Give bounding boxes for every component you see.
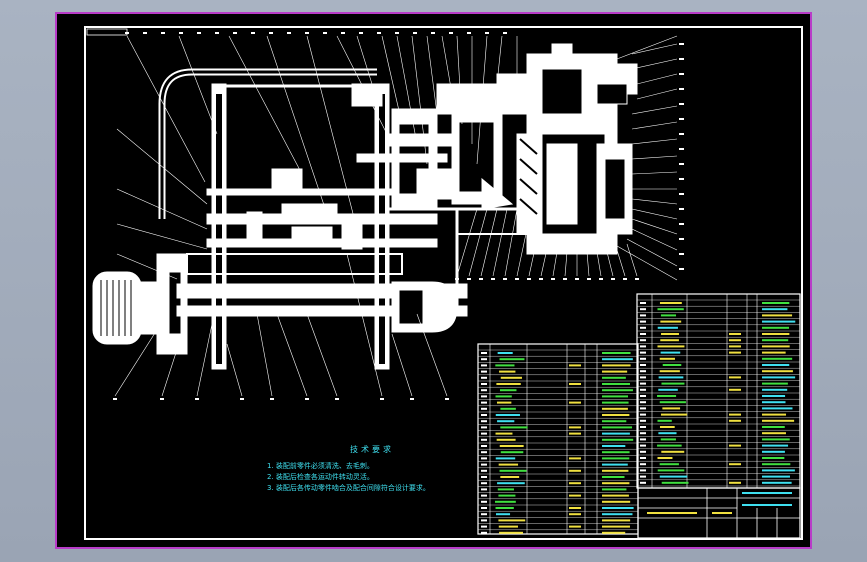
leader-lines-mid — [456, 208, 638, 277]
lower-shaft — [176, 305, 468, 317]
tech-req-title: 技术要求 — [350, 445, 394, 454]
leader-lines-top — [126, 35, 678, 230]
title-tag-box — [86, 28, 128, 36]
inner-frame — [84, 26, 803, 540]
bom-table-left — [477, 343, 639, 535]
tech-req-item-1: 1. 装配前零件必须清洗、去毛刺。 — [267, 462, 374, 470]
mid-gear — [281, 203, 338, 220]
drawing-sheet: 技术要求 1. 装配前零件必须清洗、去毛刺。 2. 装配后检查各运动件转动灵活。… — [55, 12, 812, 549]
technical-requirements: 技术要求 1. 装配前零件必须清洗、去毛刺。 2. 装配后检查各运动件转动灵活。… — [257, 444, 487, 494]
upper-gear — [271, 168, 303, 190]
pipe-outer — [158, 68, 377, 219]
tech-req-item-2: 2. 装配后检查各运动件转动灵活。 — [267, 473, 374, 481]
motor-flange — [140, 281, 160, 335]
title-block — [637, 487, 801, 539]
machine-assembly — [92, 43, 638, 370]
tech-req-item-3: 3. 装配后各传动零件啮合及配合间隙符合设计要求。 — [267, 484, 430, 492]
leader-lines-right — [616, 43, 678, 281]
leader-lines-bottom — [114, 128, 463, 397]
motor-body — [92, 271, 142, 345]
assembly-drawing — [84, 26, 803, 540]
mid-shaft-2 — [206, 238, 438, 248]
